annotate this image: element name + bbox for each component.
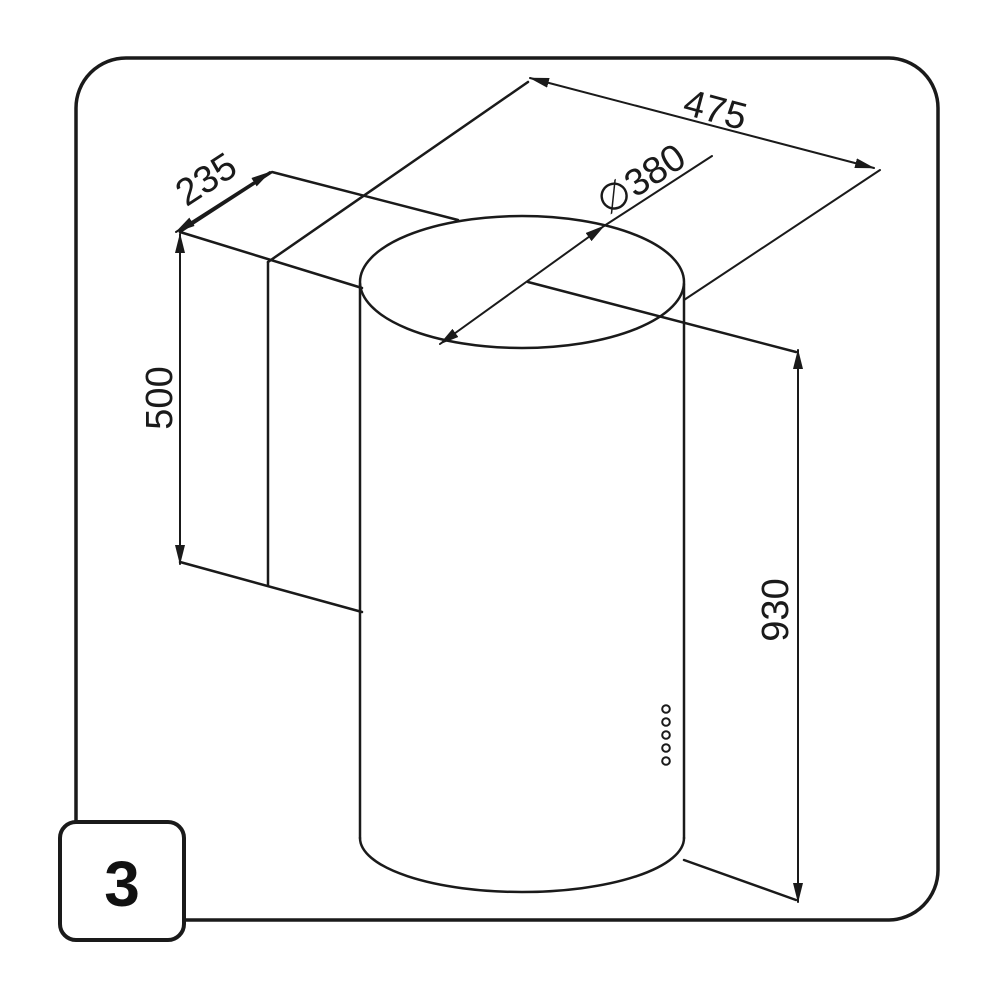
control-button-dot (661, 756, 671, 766)
figure-number-badge: 3 (58, 820, 186, 942)
diameter-label: ∅380 (590, 136, 694, 224)
depth-label: 235 (168, 145, 244, 215)
control-button-dot (661, 704, 671, 714)
control-button-dot (661, 717, 671, 727)
width-label: 475 (679, 82, 751, 139)
dimension-depth: 235 (168, 145, 271, 233)
control-button-dot (661, 730, 671, 740)
cylinder-body (358, 214, 798, 902)
dimension-total-height: 930 (755, 349, 803, 903)
dimension-chimney-height: 500 (139, 233, 185, 565)
control-button-dot (661, 743, 671, 753)
control-buttons (661, 704, 671, 766)
figure-number: 3 (104, 848, 140, 920)
dimension-width: 475 (529, 77, 881, 301)
dimension-diameter: ∅380 (439, 136, 713, 345)
outer-frame (74, 56, 940, 922)
total-height-label: 930 (755, 578, 797, 641)
chimney-height-label: 500 (139, 366, 181, 429)
